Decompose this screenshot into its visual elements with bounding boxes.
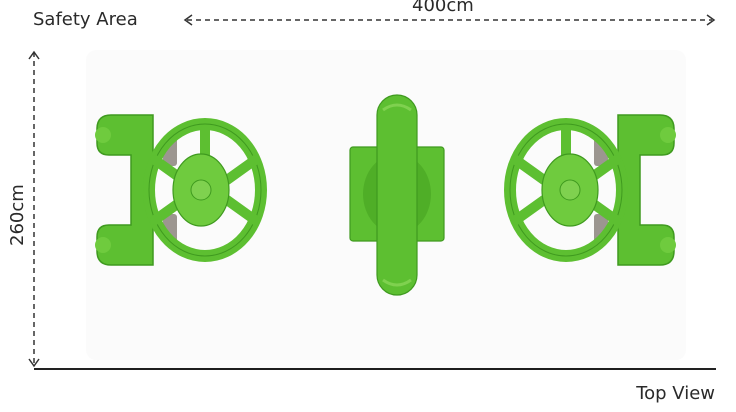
center-rider-icon bbox=[349, 94, 445, 296]
left-rider-icon bbox=[95, 115, 261, 265]
right-rider-icon bbox=[510, 115, 676, 265]
height-label: 260cm bbox=[7, 184, 28, 246]
view-label: Top View bbox=[636, 383, 715, 404]
safety-area-title: Safety Area bbox=[33, 9, 138, 30]
width-label: 400cm bbox=[412, 0, 474, 16]
height-dimension-line bbox=[28, 50, 40, 368]
width-dimension-line bbox=[183, 14, 716, 26]
